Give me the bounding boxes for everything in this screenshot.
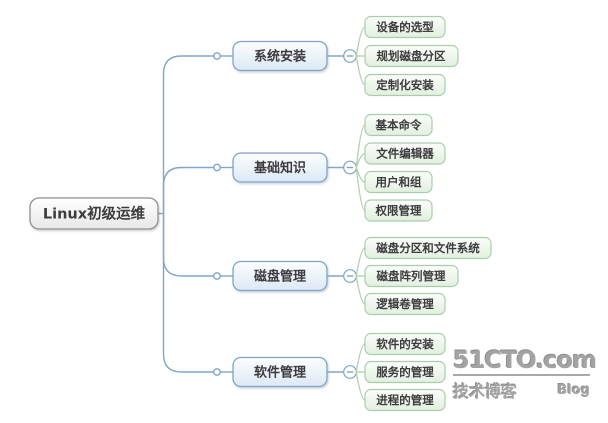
connection-point-icon bbox=[213, 368, 221, 376]
child-node-box[interactable] bbox=[364, 15, 446, 39]
connection-point-icon bbox=[213, 163, 221, 172]
connector-branch-software bbox=[162, 213, 214, 373]
child-node-box[interactable] bbox=[364, 44, 459, 68]
branch-node-label: 系统安装 bbox=[254, 49, 306, 65]
connector bbox=[355, 167, 366, 212]
child-node-label: 规划磁盘分区 bbox=[377, 49, 446, 63]
connection-point-icon bbox=[213, 272, 221, 280]
connector bbox=[355, 26, 366, 57]
child-connectors bbox=[355, 124, 366, 212]
child-connectors bbox=[355, 26, 366, 86]
watermark-site-logo: 51CTO.com bbox=[453, 347, 597, 377]
child-node-label: 进程的管理 bbox=[376, 393, 434, 407]
root-node-label: Linux初级运维 bbox=[43, 205, 146, 223]
connector bbox=[355, 55, 366, 86]
root-node[interactable]: Linux初级运维 bbox=[29, 197, 159, 230]
child-node-box[interactable] bbox=[364, 73, 446, 97]
connector-branch-disk bbox=[162, 213, 214, 277]
collapse-button[interactable] bbox=[343, 269, 357, 283]
collapse-button[interactable] bbox=[343, 365, 357, 379]
trunk-connectors bbox=[158, 52, 233, 376]
connector bbox=[355, 124, 366, 168]
branch-basics: 基础知识 基本命令 文件编辑器 用户和组 权限管理 bbox=[232, 113, 446, 222]
child-node-label: 定制化安装 bbox=[376, 78, 434, 92]
child-node-label: 权限管理 bbox=[375, 204, 422, 218]
branch-system-install: 系统安装 设备的选型 规划磁盘分区 定制化安装 bbox=[232, 15, 459, 97]
branch-node-label: 软件管理 bbox=[254, 365, 306, 381]
child-node-label: 用户和组 bbox=[375, 175, 422, 189]
watermark-tagline: 技术博客 bbox=[453, 382, 518, 402]
child-node-box[interactable] bbox=[364, 292, 446, 316]
child-connectors bbox=[355, 343, 366, 401]
child-node-box[interactable] bbox=[364, 236, 492, 260]
collapse-button[interactable] bbox=[343, 49, 357, 63]
child-node-label: 文件编辑器 bbox=[376, 147, 434, 161]
child-node-box[interactable] bbox=[364, 142, 446, 165]
child-node-box[interactable] bbox=[364, 388, 446, 412]
connection-point-icon bbox=[213, 52, 221, 60]
root-node-box[interactable] bbox=[29, 197, 159, 230]
child-node-label: 软件的安装 bbox=[376, 337, 434, 351]
child-node-label: 逻辑卷管理 bbox=[375, 297, 434, 311]
connector bbox=[355, 343, 366, 373]
child-node-box[interactable] bbox=[364, 113, 433, 137]
child-node-box[interactable] bbox=[364, 199, 433, 222]
connector bbox=[355, 247, 366, 277]
child-node-label: 设备的选型 bbox=[376, 20, 434, 34]
connector bbox=[355, 371, 366, 401]
branch-disk: 磁盘管理 磁盘分区和文件系统 磁盘阵列管理 逻辑卷管理 bbox=[232, 236, 492, 316]
branch-node-label: 磁盘管理 bbox=[254, 269, 306, 285]
watermark-blog-label: Blog bbox=[557, 383, 590, 399]
child-connectors bbox=[355, 247, 366, 305]
connector bbox=[355, 275, 366, 305]
branch-node-label: 基础知识 bbox=[253, 160, 306, 176]
child-node-box[interactable] bbox=[364, 360, 446, 384]
child-node-label: 磁盘分区和文件系统 bbox=[376, 241, 480, 255]
child-node-label: 服务的管理 bbox=[376, 365, 434, 379]
child-node-box[interactable] bbox=[364, 264, 459, 288]
child-node-box[interactable] bbox=[364, 170, 433, 194]
child-node-box[interactable] bbox=[364, 332, 446, 356]
connector bbox=[355, 152, 366, 168]
connector-branch-system-install bbox=[162, 55, 214, 214]
collapse-button[interactable] bbox=[343, 160, 357, 175]
child-node-label: 基本命令 bbox=[375, 118, 422, 132]
branch-software: 软件管理 软件的安装 服务的管理 进程的管理 bbox=[232, 332, 446, 412]
child-node-label: 磁盘阵列管理 bbox=[377, 269, 446, 283]
watermark-row: 技术博客 Blog bbox=[453, 378, 590, 402]
connector-branch-basics bbox=[162, 166, 214, 214]
watermark: 51CTO.com 技术博客 Blog bbox=[453, 347, 597, 402]
